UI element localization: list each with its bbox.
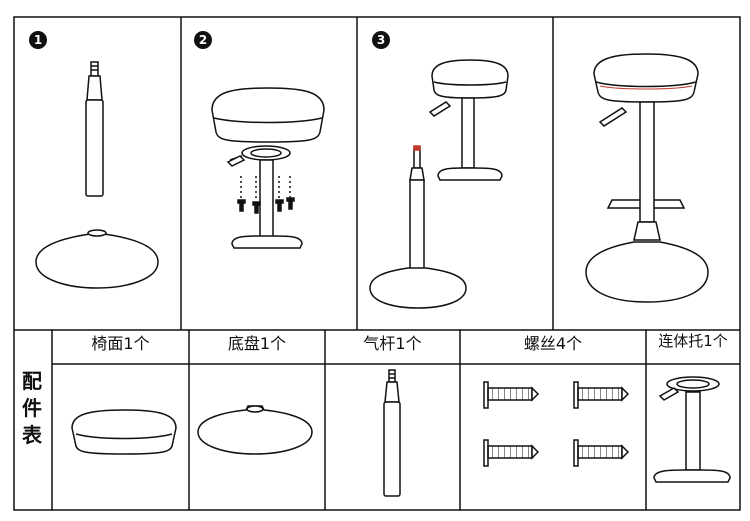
part-gas-lift-illustration: [383, 369, 401, 497]
step2-illustration: [211, 87, 325, 249]
part-connector-illustration: [653, 376, 731, 483]
parts-list-label-char-3: 表: [22, 423, 42, 447]
screw-2: [573, 381, 630, 409]
header-gas-lift: 气杆1个: [363, 334, 422, 353]
part-seat-illustration: [71, 409, 177, 455]
step4-illustration: [585, 53, 709, 303]
screw-1: [483, 381, 540, 409]
part-base-illustration: [197, 405, 313, 455]
step-2-badge: 2: [194, 31, 212, 49]
step3-illustration: [369, 59, 509, 309]
step1-illustration: [35, 61, 159, 289]
part-screws-illustration: [483, 381, 630, 467]
header-seat: 椅面1个: [91, 334, 150, 353]
screw-4: [573, 439, 630, 467]
step-3-badge: 3: [372, 31, 390, 49]
parts-list-label: 配 件 表: [12, 368, 52, 449]
header-screws: 螺丝4个: [523, 334, 583, 353]
header-base: 底盘1个: [227, 334, 287, 353]
parts-list-label-char-1: 配: [22, 369, 42, 393]
screw-3: [483, 439, 540, 467]
frame-lines: [13, 16, 741, 511]
step-1-badge: 1: [29, 31, 47, 49]
parts-list-label-char-2: 件: [22, 396, 42, 420]
header-connector: 连体托1个: [658, 332, 728, 350]
